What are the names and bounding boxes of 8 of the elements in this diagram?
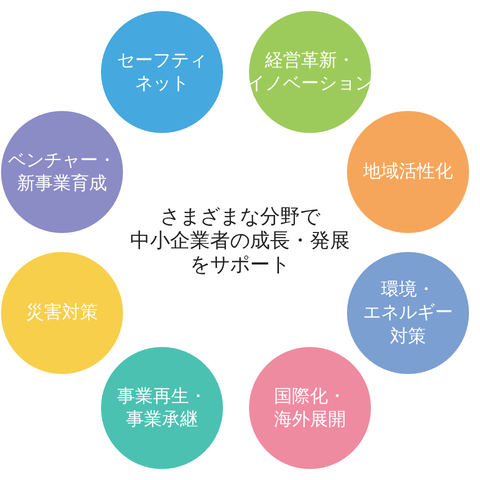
center-text: さまざまな分野で中小企業者の成長・発展をサポート <box>130 204 350 276</box>
topic-circle: 地域活性化 <box>347 111 469 233</box>
topic-circle: 環境・エネルギー対策 <box>347 252 469 374</box>
topic-circle: ベンチャー・新事業育成 <box>1 111 123 233</box>
topic-circle: 災害対策 <box>1 252 123 374</box>
topic-circle: 国際化・海外展開 <box>249 347 371 469</box>
topic-circle: 事業再生・事業承継 <box>101 347 223 469</box>
topic-circle: セーフティネット <box>101 11 223 133</box>
